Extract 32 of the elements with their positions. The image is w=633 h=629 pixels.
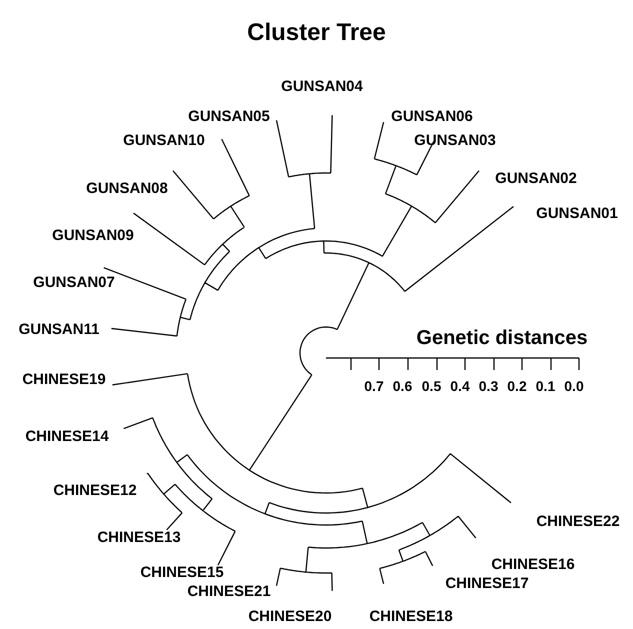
tick-label: 0.3 bbox=[478, 378, 498, 394]
leaf-label: CHINESE18 bbox=[369, 608, 453, 626]
leaf-label: CHINESE16 bbox=[491, 556, 575, 574]
leaf-label: CHINESE22 bbox=[536, 513, 620, 531]
tick-label: 0.1 bbox=[536, 378, 556, 394]
chart-title: Cluster Tree bbox=[246, 18, 387, 48]
leaf-label: CHINESE19 bbox=[22, 371, 106, 389]
leaf-label: GUNSAN05 bbox=[188, 108, 270, 126]
leaf-label: CHINESE13 bbox=[97, 529, 181, 547]
leaf-label: GUNSAN06 bbox=[391, 108, 473, 126]
tick-label: 0.0 bbox=[564, 378, 584, 394]
leaf-label: CHINESE21 bbox=[187, 583, 271, 601]
leaf-label: CHINESE17 bbox=[445, 575, 529, 593]
axis-title: Genetic distances bbox=[416, 326, 588, 350]
leaf-label: GUNSAN11 bbox=[18, 321, 100, 339]
leaf-label: CHINESE14 bbox=[25, 428, 109, 446]
leaf-label: GUNSAN10 bbox=[123, 132, 205, 150]
leaf-label: GUNSAN02 bbox=[495, 170, 577, 188]
leaf-label: CHINESE20 bbox=[248, 608, 332, 626]
leaf-label: GUNSAN04 bbox=[281, 78, 363, 96]
leaf-label: GUNSAN01 bbox=[536, 205, 618, 223]
leaf-label: GUNSAN09 bbox=[52, 227, 134, 245]
leaf-label: GUNSAN07 bbox=[33, 274, 115, 292]
tick-label: 0.7 bbox=[364, 378, 384, 394]
tick-label: 0.6 bbox=[392, 378, 412, 394]
tick-label: 0.4 bbox=[450, 378, 470, 394]
leaf-label: CHINESE15 bbox=[140, 564, 224, 582]
leaf-label: CHINESE12 bbox=[53, 482, 137, 500]
tick-label: 0.5 bbox=[422, 378, 442, 394]
tick-label: 0.2 bbox=[507, 378, 527, 394]
leaf-label: GUNSAN08 bbox=[86, 180, 168, 198]
leaf-label: GUNSAN03 bbox=[414, 132, 496, 150]
